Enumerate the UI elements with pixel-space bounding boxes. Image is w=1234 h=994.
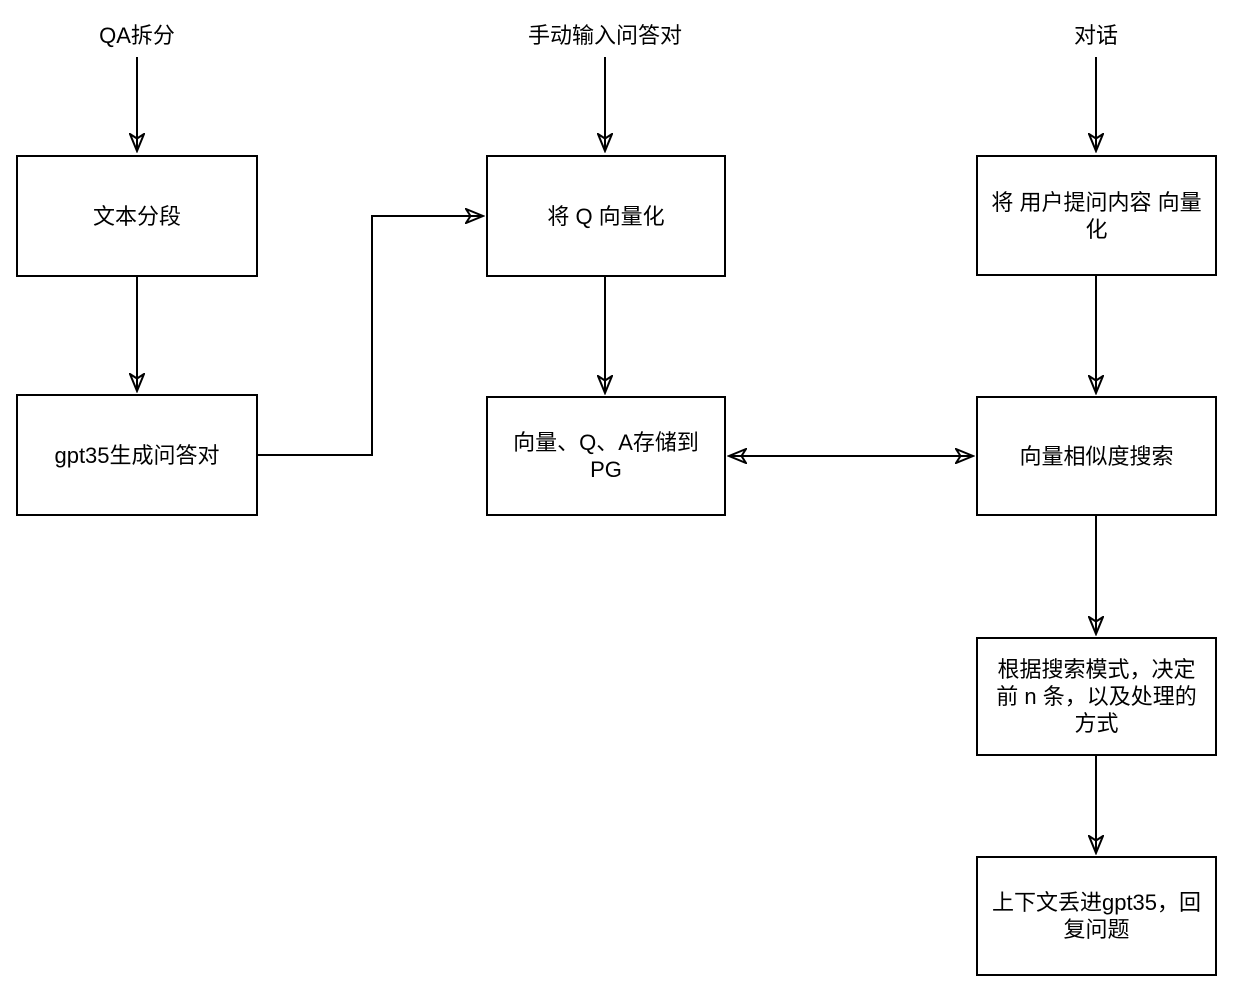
entry-label-manual-input: 手动输入问答对: [527, 23, 682, 48]
entry-label-qa-split: QA拆分: [99, 23, 175, 48]
edge-gpt35-generate-qa-to-vectorize-q: [258, 216, 483, 456]
node-vectorize-user-question: 将 用户提问内容 向量 化: [976, 155, 1217, 276]
node-vector-similarity-search: 向量相似度搜索: [976, 396, 1217, 516]
node-store-to-pg: 向量、Q、A存储到 PG: [486, 396, 726, 516]
node-text-segmentation: 文本分段: [16, 155, 258, 277]
node-gpt35-answer: 上下文丢进gpt35，回 复问题: [976, 856, 1217, 976]
node-vectorize-q: 将 Q 向量化: [486, 155, 726, 277]
node-search-mode-decision: 根据搜索模式，决定 前 n 条，以及处理的 方式: [976, 637, 1217, 756]
node-gpt35-generate-qa: gpt35生成问答对: [16, 394, 258, 516]
entry-label-dialog: 对话: [1073, 23, 1118, 48]
